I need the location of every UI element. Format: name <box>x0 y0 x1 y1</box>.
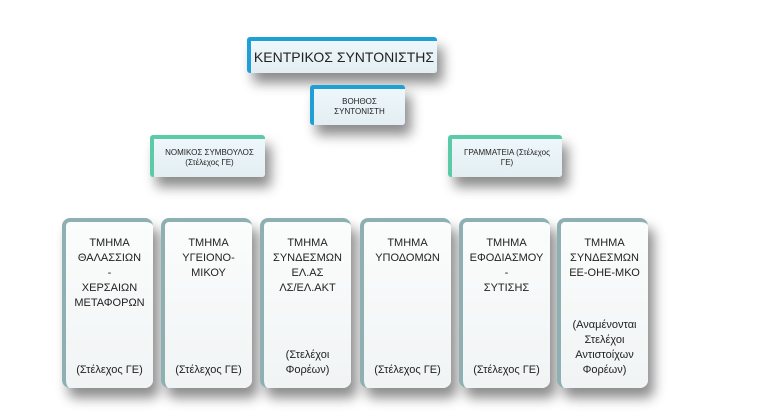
department-staff: (Στέλεχος ΓΕ) <box>473 363 540 378</box>
assistant-coordinator-box: ΒΟΗΘΟΣ ΣΥΝΤΟΝΙΣΤΗ <box>310 85 405 125</box>
department-title-line: ΤΜΗΜΑ <box>188 237 229 249</box>
department-title-line: ΤΜΗΜΑ <box>89 237 130 249</box>
assistant-line-1: ΒΟΗΘΟΣ <box>342 97 377 106</box>
department-staff-line: (Στελέχοι <box>285 349 330 361</box>
department-staff-line: (Στέλεχος ΓΕ) <box>76 364 143 376</box>
department-title-line: ΥΠΟΔΟΜΩΝ <box>375 252 440 264</box>
department-title-line: ΣΥΤΙΣΗΣ <box>483 282 530 294</box>
department-title-line: ΕΛ.ΑΣ <box>291 267 324 279</box>
department-title-line: ΕΦΟΔΙΑΣΜΟΥ <box>469 252 544 264</box>
department-title-line: ΤΜΗΜΑ <box>387 237 428 249</box>
department-title-line: ΣΥΝΔΕΣΜΩΝ <box>273 252 342 264</box>
department-title-line: ΤΜΗΜΑ <box>584 237 625 249</box>
department-staff-line: Στελέχοι <box>584 334 625 346</box>
department-title: ΤΜΗΜΑ ΣΥΝΔΕΣΜΩΝ ΕΛ.ΑΣ ΛΣ/ΕΛ.ΑΚΤ <box>273 236 342 296</box>
central-coordinator-box: ΚΕΝΤΡΙΚΟΣ ΣΥΝΤΟΝΙΣΤΗΣ <box>247 37 437 73</box>
department-title-line: - <box>504 267 509 279</box>
department-staff: (Στέλεχος ΓΕ) <box>76 363 143 378</box>
department-title: ΤΜΗΜΑ ΘΑΛΑΣΣΙΩΝ - ΧΕΡΣΑΙΩΝ ΜΕΤΑΦΟΡΩΝ <box>74 236 144 311</box>
department-staff: (Στέλεχος ΓΕ) <box>175 363 242 378</box>
department-staff: (Στέλεχος ΓΕ) <box>374 363 441 378</box>
legal-advisor-box: ΝΟΜΙΚΟΣ ΣΥΜΒΟΥΛΟΣ (Στέλεχος ΓΕ) <box>150 135 265 177</box>
department-staff-line: (Αναμένονται <box>572 319 637 331</box>
assistant-line-2: ΣΥΝΤΟΝΙΣΤΗ <box>334 107 385 116</box>
department-box: ΤΜΗΜΑ ΕΦΟΔΙΑΣΜΟΥ - ΣΥΤΙΣΗΣ (Στέλεχος ΓΕ) <box>459 218 550 388</box>
department-box: ΤΜΗΜΑ ΘΑΛΑΣΣΙΩΝ - ΧΕΡΣΑΙΩΝ ΜΕΤΑΦΟΡΩΝ (Στέλεχο… <box>62 218 153 388</box>
department-title: ΤΜΗΜΑ ΥΠΟΔΟΜΩΝ <box>375 236 440 266</box>
department-title-line: ΜΕΤΑΦΟΡΩΝ <box>74 297 145 309</box>
department-title-line: ΤΜΗΜΑ <box>287 237 328 249</box>
department-box: ΤΜΗΜΑ ΥΠΟΔΟΜΩΝ (Στέλεχος ΓΕ) <box>360 218 451 388</box>
department-title-line: ΜΙΚΟΥ <box>191 267 226 279</box>
department-title-line: ΘΑΛΑΣΣΙΩΝ <box>77 252 142 264</box>
legal-line-2: (Στέλεχος ΓΕ) <box>185 158 234 167</box>
department-title: ΤΜΗΜΑ ΕΦΟΔΙΑΣΜΟΥ - ΣΥΤΙΣΗΣ <box>470 236 544 296</box>
department-title-line: ΧΕΡΣΑΙΩΝ <box>81 282 138 294</box>
department-staff-line: (Στέλεχος ΓΕ) <box>473 364 540 376</box>
secretariat-box: ΓΡΑΜΜΑΤΕΙΑ (Στέλεχος ΓΕ) <box>448 135 562 177</box>
central-coordinator-title: ΚΕΝΤΡΙΚΟΣ ΣΥΝΤΟΝΙΣΤΗΣ <box>253 49 435 65</box>
department-box: ΤΜΗΜΑ ΥΓΕΙΟΝΟ- ΜΙΚΟΥ (Στέλεχος ΓΕ) <box>161 218 252 388</box>
department-staff-line: Αντιστοίχων <box>575 349 634 361</box>
department-staff-line: Φορέων) <box>285 364 330 376</box>
department-title: ΤΜΗΜΑ ΣΥΝΔΕΣΜΩΝ ΕΕ-ΟΗΕ-ΜΚΟ <box>569 236 640 281</box>
department-title-line: - <box>107 267 112 279</box>
secretariat-line-1: ΓΡΑΜΜΑΤΕΙΑ (Στέλεχος <box>464 148 550 157</box>
department-title-line: ΣΥΝΔΕΣΜΩΝ <box>570 252 639 264</box>
department-title-line: ΤΜΗΜΑ <box>486 237 527 249</box>
department-title-line: ΛΣ/ΕΛ.ΑΚΤ <box>279 282 336 294</box>
department-staff-line: (Στέλεχος ΓΕ) <box>175 364 242 376</box>
secretariat-line-2: ΓΕ) <box>500 158 514 167</box>
legal-line-1: ΝΟΜΙΚΟΣ ΣΥΜΒΟΥΛΟΣ <box>165 148 254 157</box>
department-title-line: ΕΕ-ΟΗΕ-ΜΚΟ <box>569 267 640 279</box>
department-title: ΤΜΗΜΑ ΥΓΕΙΟΝΟ- ΜΙΚΟΥ <box>182 236 235 281</box>
department-title-line: ΥΓΕΙΟΝΟ- <box>182 252 235 264</box>
department-staff-line: Φορέων) <box>582 364 627 376</box>
department-staff-line: (Στέλεχος ΓΕ) <box>374 364 441 376</box>
